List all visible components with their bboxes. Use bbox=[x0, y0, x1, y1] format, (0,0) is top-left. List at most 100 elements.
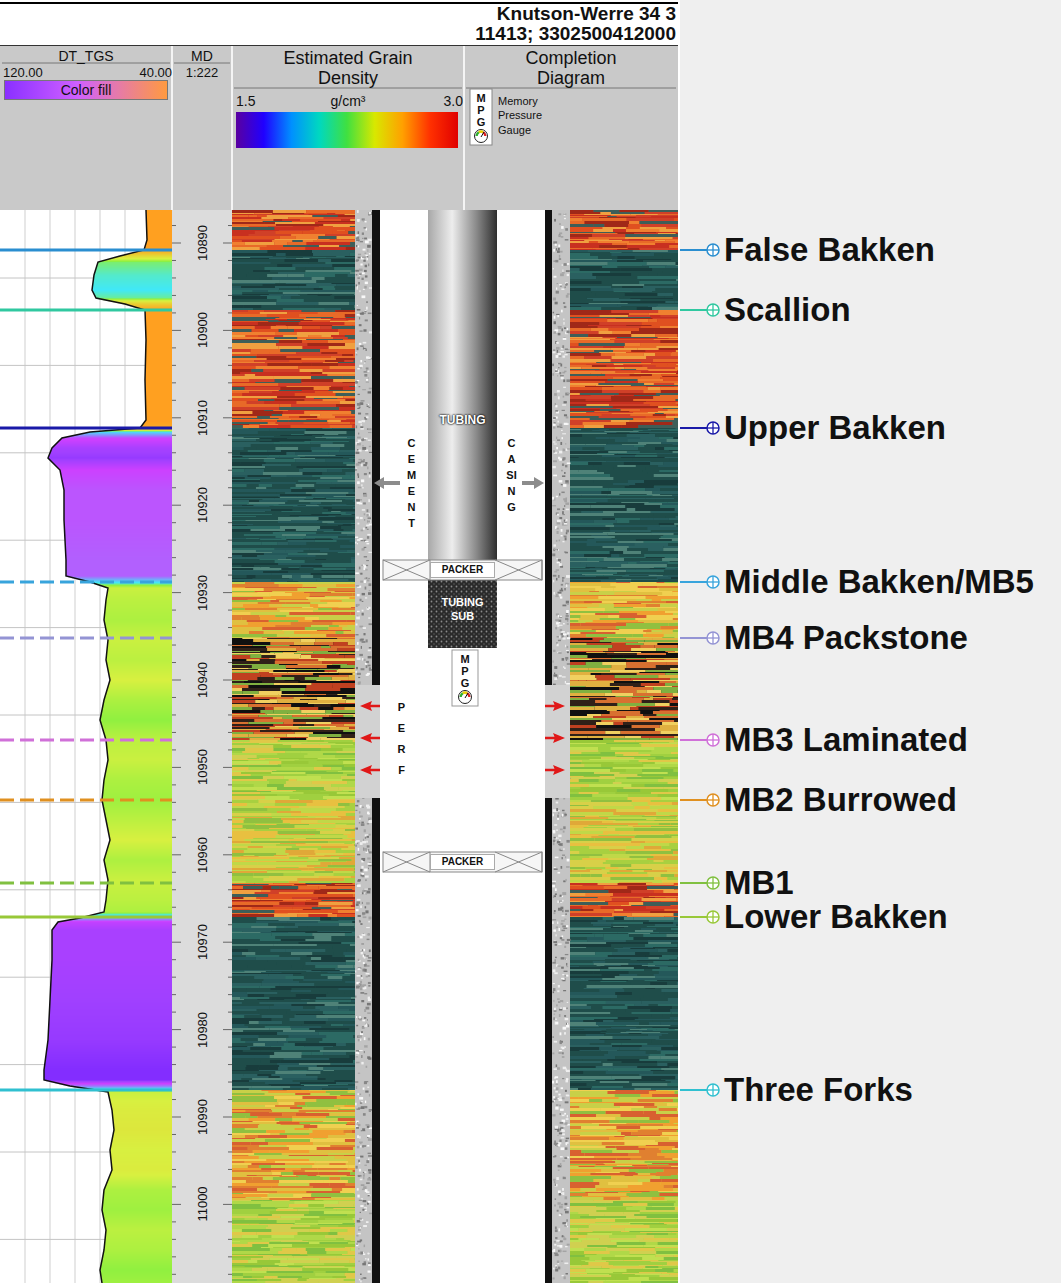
density-streak bbox=[328, 452, 355, 455]
density-streak bbox=[272, 213, 304, 214]
density-streak bbox=[232, 499, 262, 500]
density-streak bbox=[271, 475, 287, 477]
density-streak bbox=[262, 499, 304, 500]
density-streak bbox=[271, 262, 309, 264]
density-streak bbox=[279, 346, 303, 349]
density-streak bbox=[250, 379, 275, 382]
density-streak bbox=[232, 267, 264, 270]
density-streak bbox=[291, 520, 317, 521]
density-streak bbox=[251, 444, 282, 447]
density-streak bbox=[232, 441, 246, 442]
density-streak bbox=[232, 277, 259, 280]
density-streak bbox=[232, 444, 251, 447]
density-streak bbox=[292, 221, 318, 222]
density-streak bbox=[330, 456, 355, 457]
density-streak bbox=[301, 358, 336, 360]
density-streak bbox=[300, 295, 318, 296]
density-streak bbox=[232, 272, 248, 274]
density-streak bbox=[232, 210, 273, 213]
density-streak bbox=[318, 286, 334, 288]
density-streak bbox=[293, 509, 328, 511]
density-streak bbox=[275, 318, 320, 319]
density-streak bbox=[264, 459, 296, 462]
density-streak bbox=[232, 256, 273, 257]
density-streak bbox=[305, 270, 351, 272]
density-streak bbox=[264, 222, 275, 224]
density-streak bbox=[260, 312, 288, 314]
density-streak bbox=[322, 436, 353, 437]
density-streak bbox=[232, 500, 249, 502]
density-streak bbox=[251, 352, 270, 354]
density-streak bbox=[301, 545, 340, 548]
density-streak bbox=[298, 447, 311, 450]
density-streak bbox=[232, 236, 280, 239]
density-streak bbox=[308, 438, 326, 439]
density-streak bbox=[321, 335, 331, 337]
density-streak bbox=[339, 407, 355, 410]
density-streak bbox=[304, 319, 331, 320]
density-streak bbox=[332, 507, 353, 509]
density-streak bbox=[297, 455, 335, 456]
density-streak bbox=[311, 442, 333, 444]
density-streak bbox=[298, 480, 337, 482]
density-streak bbox=[232, 410, 264, 411]
density-streak bbox=[244, 305, 262, 308]
density-streak bbox=[306, 247, 346, 250]
density-streak bbox=[232, 312, 260, 314]
density-streak bbox=[306, 505, 319, 506]
density-streak bbox=[243, 425, 259, 428]
density-streak bbox=[300, 219, 341, 221]
density-streak bbox=[314, 288, 323, 290]
density-streak bbox=[343, 524, 355, 525]
density-streak bbox=[267, 468, 303, 469]
density-streak bbox=[267, 457, 301, 458]
density-streak bbox=[258, 431, 305, 434]
density-streak bbox=[328, 390, 355, 391]
density-streak bbox=[232, 288, 279, 290]
density-streak bbox=[278, 542, 289, 545]
density-streak bbox=[232, 240, 242, 242]
density-streak bbox=[232, 494, 280, 496]
density-streak bbox=[280, 494, 312, 496]
density-streak bbox=[296, 352, 321, 354]
density-streak bbox=[232, 319, 266, 320]
density-streak bbox=[271, 326, 288, 329]
density-streak bbox=[299, 469, 327, 472]
density-streak bbox=[336, 404, 355, 407]
density-streak bbox=[242, 505, 253, 506]
density-streak bbox=[269, 258, 296, 259]
density-streak bbox=[287, 326, 302, 329]
density-streak bbox=[248, 234, 291, 236]
density-streak bbox=[232, 247, 260, 250]
density-streak bbox=[291, 434, 304, 435]
density-streak bbox=[288, 217, 324, 219]
density-streak bbox=[232, 539, 260, 540]
density-streak bbox=[310, 414, 321, 416]
density-streak bbox=[302, 382, 343, 383]
density-streak bbox=[267, 507, 299, 509]
density-streak bbox=[317, 529, 334, 531]
density-streak bbox=[350, 219, 355, 221]
density-streak bbox=[259, 484, 272, 487]
density-streak bbox=[232, 362, 265, 363]
density-streak bbox=[299, 294, 308, 295]
density-streak bbox=[232, 234, 248, 236]
density-streak bbox=[333, 379, 355, 382]
density-streak bbox=[307, 542, 355, 545]
density-streak bbox=[289, 360, 325, 362]
density-streak bbox=[298, 496, 334, 497]
density-streak bbox=[265, 362, 302, 363]
density-streak bbox=[334, 296, 355, 299]
density-streak bbox=[232, 456, 242, 457]
density-streak bbox=[232, 502, 249, 504]
density-streak bbox=[275, 286, 299, 288]
density-streak bbox=[232, 343, 276, 346]
density-streak bbox=[304, 274, 335, 277]
density-streak bbox=[336, 455, 355, 456]
density-streak bbox=[302, 487, 319, 489]
density-streak bbox=[337, 352, 355, 354]
density-streak bbox=[274, 512, 294, 514]
density-streak bbox=[296, 482, 316, 484]
density-streak bbox=[267, 339, 306, 340]
density-streak bbox=[353, 222, 355, 224]
